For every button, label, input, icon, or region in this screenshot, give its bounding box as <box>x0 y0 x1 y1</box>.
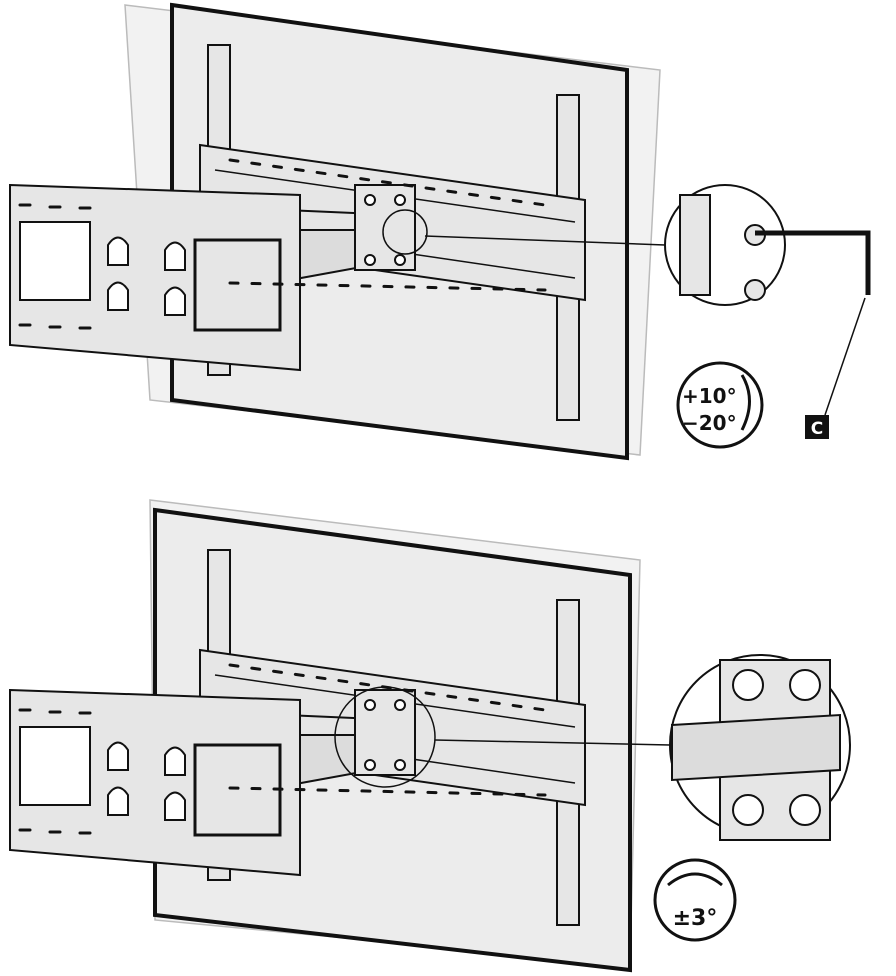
leader-line <box>434 739 671 746</box>
tilt-down-value: −20° <box>682 411 737 435</box>
hex-key-icon <box>755 230 871 295</box>
tool-label-c: C <box>805 415 829 439</box>
bolt-icon <box>744 279 766 301</box>
figure-tilt: +10° −20° C <box>8 2 871 461</box>
detail-marker <box>334 686 436 788</box>
level-angle-badge: ±3° <box>653 858 737 942</box>
bolt-icons <box>732 669 821 826</box>
leader-line <box>424 235 666 246</box>
detail-zoom-circle <box>669 654 851 841</box>
figure-level: ±3° <box>8 499 851 973</box>
detail-marker <box>382 209 428 255</box>
tilt-up-value: +10° <box>682 384 737 408</box>
rotate-arrow-icon <box>667 872 723 887</box>
detail-zoom-circle <box>664 184 871 416</box>
tool-label-text: C <box>811 419 823 439</box>
tilt-angle-badge: +10° −20° <box>676 361 764 449</box>
rotate-arrow-icon <box>740 374 751 431</box>
leader-line <box>824 297 866 416</box>
level-value: ±3° <box>673 906 718 931</box>
